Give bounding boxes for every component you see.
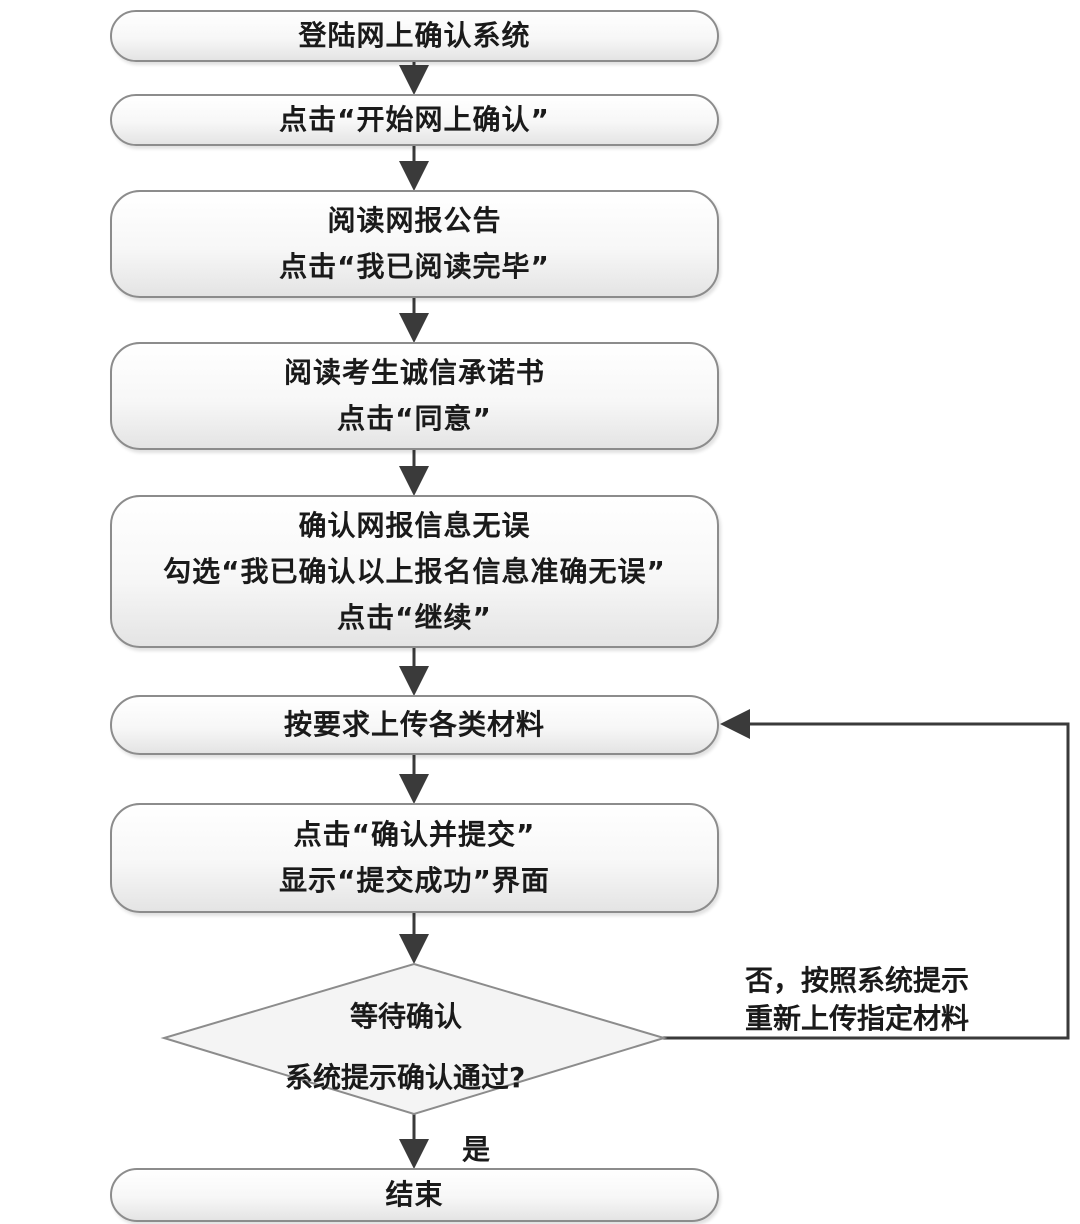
step-read-announcement-line2: 点击“我已阅读完毕” xyxy=(279,250,550,283)
step-read-announcement-line1: 阅读网报公告 xyxy=(327,204,502,237)
step-verify-info: 确认网报信息无误 勾选“我已确认以上报名信息准确无误” 点击“继续” xyxy=(110,495,719,648)
step-verify-info-line1: 确认网报信息无误 xyxy=(298,508,531,542)
step-read-pledge-line1: 阅读考生诚信承诺书 xyxy=(283,356,545,389)
no-branch-label: 否，按照系统提示 重新上传指定材料 xyxy=(745,962,969,1038)
no-branch-line2: 重新上传指定材料 xyxy=(745,1002,970,1035)
step-login-label: 登陆网上确认系统 xyxy=(298,19,531,52)
step-upload-materials: 按要求上传各类材料 xyxy=(110,695,719,755)
decision-line1: 等待确认 xyxy=(350,1000,463,1033)
step-end-label: 结束 xyxy=(385,1178,444,1211)
step-login: 登陆网上确认系统 xyxy=(110,10,719,62)
step-start-confirm-label: 点击“开始网上确认” xyxy=(279,103,550,136)
decision-diamond xyxy=(160,962,668,1116)
step-upload-materials-label: 按要求上传各类材料 xyxy=(283,708,545,741)
yes-label: 是 xyxy=(462,1133,491,1166)
step-start-confirm: 点击“开始网上确认” xyxy=(110,94,719,146)
step-read-announcement: 阅读网报公告 点击“我已阅读完毕” xyxy=(110,190,719,298)
decision-line2: 系统提示确认通过? xyxy=(285,1061,526,1094)
step-verify-info-line2: 勾选“我已确认以上报名信息准确无误” xyxy=(163,554,666,588)
step-read-pledge: 阅读考生诚信承诺书 点击“同意” xyxy=(110,342,719,450)
step-read-pledge-line2: 点击“同意” xyxy=(337,402,492,435)
step-submit: 点击“确认并提交” 显示“提交成功”界面 xyxy=(110,803,719,913)
step-submit-line1: 点击“确认并提交” xyxy=(293,818,536,851)
no-branch-line1: 否，按照系统提示 xyxy=(745,964,970,997)
loop-back-arrow xyxy=(662,709,1070,1040)
step-submit-line2: 显示“提交成功”界面 xyxy=(279,864,550,897)
step-verify-info-line3: 点击“继续” xyxy=(337,600,492,634)
step-end: 结束 xyxy=(110,1168,719,1222)
